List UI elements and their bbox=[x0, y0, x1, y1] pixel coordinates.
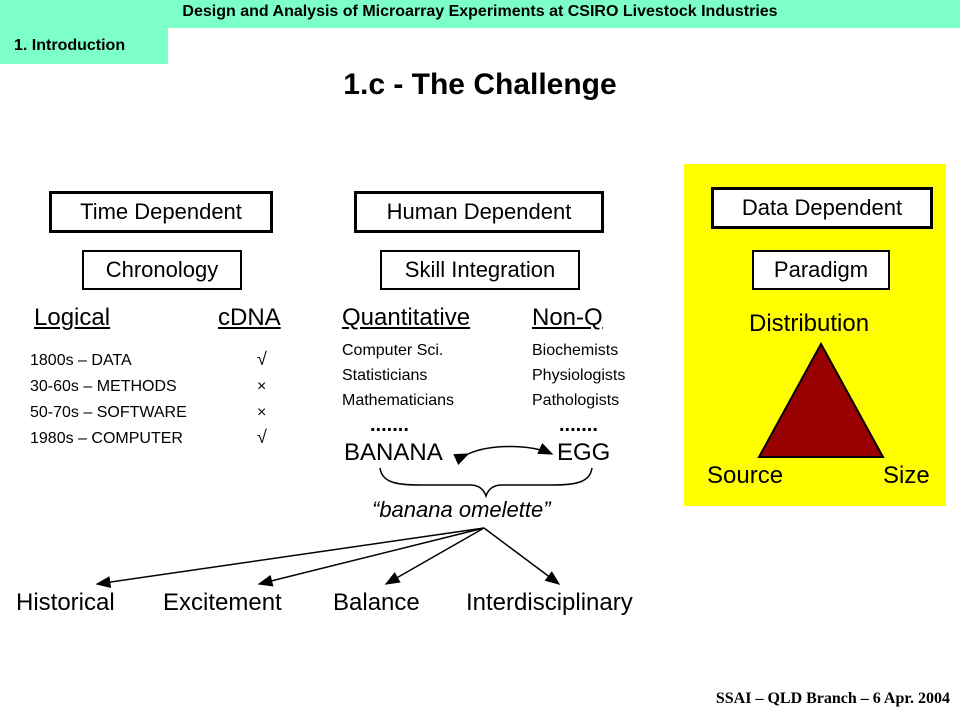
paradigm-box: Paradigm bbox=[752, 250, 890, 290]
data-dependent-box: Data Dependent bbox=[711, 187, 933, 229]
arrow-historical bbox=[95, 527, 485, 589]
header-title: Design and Analysis of Microarray Experi… bbox=[182, 3, 778, 20]
source-label: Source bbox=[707, 462, 784, 489]
banana-omelette-label: “banana omelette” bbox=[372, 497, 551, 522]
outcome-interdisciplinary: Interdisciplinary bbox=[466, 589, 633, 616]
omelette-brace bbox=[379, 467, 593, 499]
banana-egg-arrow bbox=[453, 442, 554, 466]
nonq-label: Non-Q bbox=[532, 304, 603, 331]
list-item: Physiologists bbox=[532, 367, 626, 384]
banana-label: BANANA bbox=[344, 439, 443, 466]
cross-mark: × bbox=[257, 378, 267, 395]
list-item: Statisticians bbox=[342, 367, 428, 384]
timeline-row: 50-70s – SOFTWARE bbox=[30, 404, 187, 421]
outcome-excitement: Excitement bbox=[163, 589, 282, 616]
cdna-label: cDNA bbox=[218, 304, 281, 331]
cross-mark: × bbox=[257, 404, 267, 421]
arrow-interdisciplinary bbox=[483, 527, 561, 585]
logical-label: Logical bbox=[34, 304, 111, 331]
timeline-row: 1980s – COMPUTER bbox=[30, 430, 183, 447]
list-item: Pathologists bbox=[532, 392, 620, 409]
distribution-label: Distribution bbox=[749, 310, 870, 337]
outcome-historical: Historical bbox=[16, 589, 115, 616]
footer-text: SSAI – QLD Branch – 6 Apr. 2004 bbox=[715, 690, 950, 707]
section-tab bbox=[0, 28, 168, 64]
size-label: Size bbox=[883, 462, 930, 489]
header-bar bbox=[0, 0, 960, 28]
timeline-row: 1800s – DATA bbox=[30, 352, 132, 369]
time-dependent-box: Time Dependent bbox=[49, 191, 273, 233]
arrow-balance bbox=[384, 527, 485, 585]
human-dependent-box: Human Dependent bbox=[354, 191, 604, 233]
timeline-row: 30-60s – METHODS bbox=[30, 378, 177, 395]
quantitative-label: Quantitative bbox=[342, 304, 471, 331]
distribution-triangle bbox=[757, 341, 885, 458]
quant-dots: ....... bbox=[370, 414, 409, 436]
arrow-excitement bbox=[257, 527, 485, 587]
check-mark: √ bbox=[257, 349, 267, 369]
skill-integration-box: Skill Integration bbox=[380, 250, 580, 290]
list-item: Mathematicians bbox=[342, 392, 455, 409]
egg-label: EGG bbox=[557, 439, 611, 466]
section-label: 1. Introduction bbox=[14, 37, 126, 54]
quant-list: Computer Sci. Statisticians Mathematicia… bbox=[342, 338, 454, 413]
nonq-list: Biochemists Physiologists Pathologists bbox=[532, 338, 625, 413]
chronology-box: Chronology bbox=[82, 250, 242, 290]
outcome-balance: Balance bbox=[333, 589, 420, 616]
check-mark: √ bbox=[257, 427, 267, 447]
slide-title: 1.c - The Challenge bbox=[343, 68, 617, 101]
nonq-dots: ....... bbox=[559, 414, 598, 436]
list-item: Biochemists bbox=[532, 342, 619, 359]
list-item: Computer Sci. bbox=[342, 342, 444, 359]
